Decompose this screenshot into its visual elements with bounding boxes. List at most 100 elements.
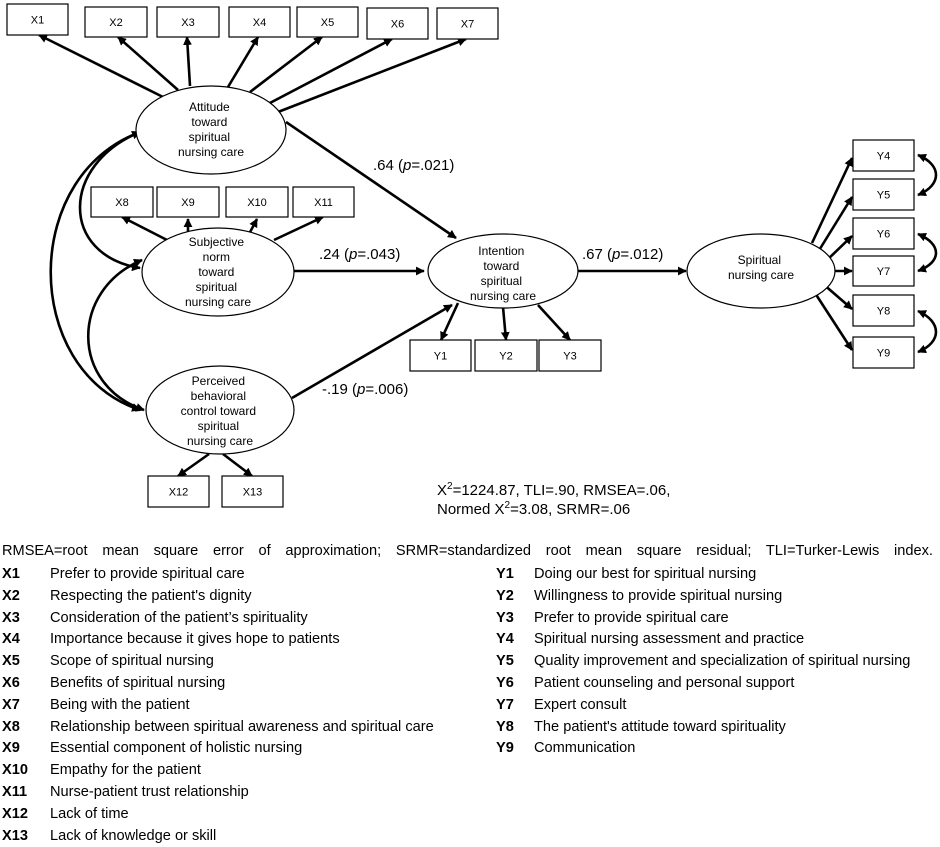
arrow-x1 [38, 33, 164, 99]
sem-path-diagram: X1 X2 X3 X4 X5 X6 X7 X8 X9 X10 X11 X12 X… [6, 3, 938, 518]
latent-spiritual-care-label: Spiritual nursing care [728, 253, 794, 282]
latent-attitude: Attitude toward spiritual nursing care [135, 85, 287, 175]
legend-code: Y6 [496, 674, 514, 691]
arrow-x3 [183, 36, 192, 87]
legend-row: X11 Nurse-patient trust relationship [2, 782, 434, 804]
legend-code: Y2 [496, 587, 514, 604]
indicator-y2: Y2 [474, 339, 538, 372]
arrow-x4 [226, 36, 260, 88]
legend-description: Willingness to provide spiritual nursing [534, 587, 783, 604]
legend-description: Consideration of the patient’s spiritual… [50, 609, 308, 626]
cov-norm-control [86, 258, 145, 412]
indicator-label: Y1 [434, 351, 447, 363]
legend-description: Essential component of holistic nursing [50, 740, 303, 757]
legend-code: X11 [2, 783, 28, 800]
legend-description: Being with the patient [50, 696, 190, 713]
latent-attitude-label: Attitude toward spiritual nursing care [178, 100, 244, 159]
arrow-y5 [816, 196, 854, 253]
indicator-x11: X11 [292, 186, 355, 218]
coef-control-intention: -.19 (p=.006) [322, 381, 408, 398]
indicator-x8: X8 [90, 186, 154, 218]
fit-line-2: Normed X2=3.08, SRMR=.06 [437, 500, 630, 518]
arrow-y4 [810, 157, 854, 244]
legend-description: Expert consult [534, 696, 627, 713]
cov-attitude-norm [78, 130, 141, 272]
indicator-x4: X4 [228, 6, 291, 38]
arrow-x2 [117, 36, 179, 91]
legend-description: Communication [534, 740, 636, 757]
path-control-intention [291, 303, 453, 400]
indicator-x7: X7 [436, 7, 499, 40]
latent-perceived-control: Perceived behavioral control toward spir… [145, 365, 295, 455]
legend-row: X4 Importance because it gives hope to pa… [2, 629, 434, 651]
loading-arrows [38, 33, 854, 478]
latent-spiritual-care: Spiritual nursing care [686, 233, 836, 309]
indicator-y6: Y6 [852, 217, 915, 250]
arrow-y1 [439, 302, 460, 341]
legend-description: Spiritual nursing assessment and practic… [534, 631, 805, 648]
indicator-label: Y9 [877, 348, 890, 360]
legend-description: Prefer to provide spiritual care [534, 609, 729, 626]
legend-row: X10 Empathy for the patient [2, 760, 434, 782]
indicator-y1: Y1 [409, 339, 472, 372]
legend-code: Y3 [496, 609, 514, 626]
legend-description: Lack of time [50, 805, 129, 822]
legend-row: Y4 Spiritual nursing assessment and pract… [496, 629, 910, 651]
legend-code: Y9 [496, 740, 514, 757]
coef-intention-care: .67 (p=.012) [582, 246, 663, 263]
arrow-x5 [249, 35, 323, 94]
legend-row: Y2 Willingness to provide spiritual nursi… [496, 586, 910, 608]
arrow-x8 [121, 215, 168, 242]
indicator-label: Y3 [563, 351, 576, 363]
indicator-label: Y5 [877, 190, 890, 202]
indicator-label: X10 [247, 197, 267, 209]
legend-code: X6 [2, 674, 20, 691]
indicator-x9: X9 [156, 186, 220, 218]
structural-paths [285, 120, 687, 400]
legend-description: Prefer to provide spiritual care [50, 566, 245, 582]
indicator-label: X8 [115, 197, 128, 209]
legend-description: The patient's attitude toward spirituali… [534, 718, 786, 735]
indicator-y5: Y5 [852, 178, 915, 211]
indicator-label: X1 [31, 15, 44, 27]
arrow-x6 [267, 37, 393, 106]
indicator-x13: X13 [221, 475, 284, 508]
legend-code: X8 [2, 718, 20, 735]
indicator-y3: Y3 [538, 339, 602, 372]
indicator-label: X5 [321, 17, 334, 29]
latent-subjective-norm-label: Subjective norm toward spiritual nursing… [185, 235, 251, 309]
indicator-label: Y6 [877, 229, 890, 241]
arrow-y9 [813, 292, 854, 351]
legend-code: X10 [2, 762, 28, 779]
indicator-label: X6 [391, 19, 404, 31]
legend-description: Doing our best for spiritual nursing [534, 566, 757, 582]
latent-intention: Intention toward spiritual nursing care [427, 233, 579, 309]
arrow-y2 [500, 306, 510, 341]
cov-y8-y9 [917, 309, 938, 354]
legend-code: Y4 [496, 631, 514, 648]
legend-description: Relationship between spiritual awareness… [50, 718, 434, 735]
indicator-x6: X6 [366, 7, 429, 40]
legend-code: X4 [2, 631, 20, 648]
error-covariance-arrows [917, 153, 938, 354]
path-attitude-intention [285, 120, 457, 240]
legend-code: X2 [2, 587, 20, 604]
indicator-label: X4 [253, 17, 266, 29]
cov-y4-y5 [917, 153, 938, 197]
legend-code: Y7 [496, 696, 514, 713]
latent-perceived-control-label: Perceived behavioral control toward spir… [181, 374, 260, 448]
legend-description: Empathy for the patient [50, 762, 201, 779]
latent-variables: Attitude toward spiritual nursing care S… [135, 85, 836, 455]
arrow-x13 [222, 452, 253, 478]
legend-description: Lack of knowledge or skill [50, 827, 217, 844]
legend-description: Nurse-patient trust relationship [50, 783, 249, 800]
legend-description: Importance because it gives hope to pati… [50, 631, 340, 648]
